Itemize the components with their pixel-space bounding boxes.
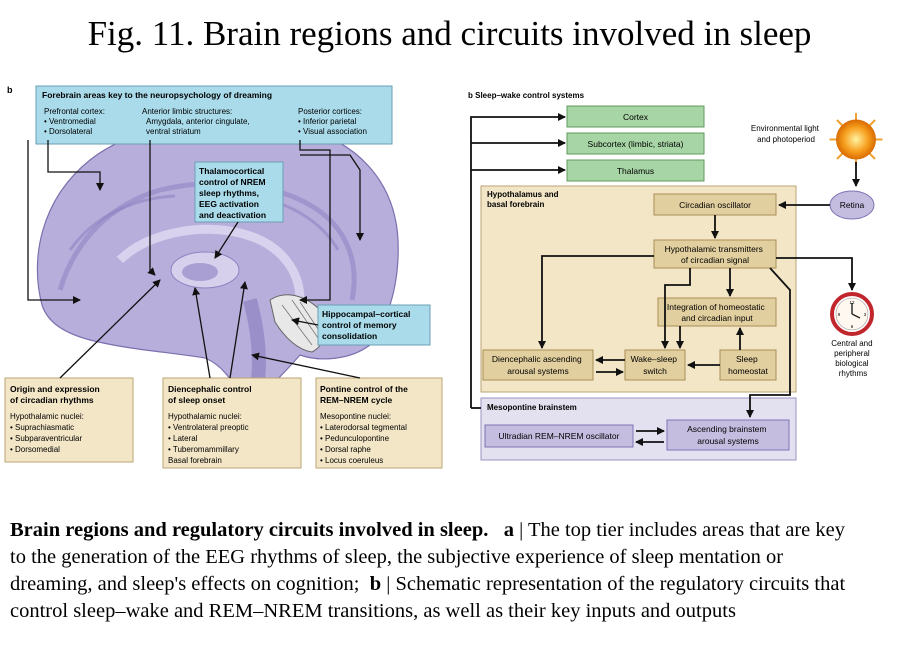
caption-bold: Brain regions and regulatory circuits in… xyxy=(10,519,489,541)
circadian-box xyxy=(4,377,134,463)
hypothalamic-transmitters-label: Hypothalamic transmitters of circadian s… xyxy=(665,244,766,265)
ascending-brainstem-box xyxy=(666,419,790,451)
ultradian-label: Ultradian REM–NREM oscillator xyxy=(499,431,620,441)
retina-label: Retina xyxy=(840,200,865,210)
diencephalic-title: Diencephalic control of sleep onset xyxy=(168,384,254,405)
circadian-title: Origin and expression of circadian rhyth… xyxy=(10,384,102,405)
caption-b-text: | Schematic representation of the regula… xyxy=(10,573,846,622)
hypothalamus-title: Hypothalamus and basal forebrain xyxy=(487,190,561,209)
panel-b-connectors xyxy=(470,113,860,446)
caption-a-text: | The top tier includes areas that are k… xyxy=(10,519,846,595)
wake-sleep-switch-box xyxy=(624,349,686,381)
sleep-homeostat-label: Sleep homeostat xyxy=(728,354,768,376)
thalamocortical-box xyxy=(194,161,284,223)
pontine-title: Pontine control of the REM–NREM cycle xyxy=(320,384,410,405)
integration-box xyxy=(657,297,777,327)
cortex-label: Cortex xyxy=(623,112,649,122)
posterior-text: Posterior cortices: • Inferior parietal … xyxy=(298,107,367,136)
hypothalamic-transmitters-box xyxy=(653,239,777,269)
page-title: Fig. 11. Brain regions and circuits invo… xyxy=(87,14,812,53)
thalamocortical-text: Thalamocortical control of NREM sleep rh… xyxy=(199,166,268,220)
diencephalic-arousal-box xyxy=(482,349,594,381)
forebrain-header: Forebrain areas key to the neuropsycholo… xyxy=(42,90,272,100)
panel-b-header: b Sleep–wake control systems xyxy=(468,91,585,100)
clock-number-12: 12 xyxy=(849,300,855,305)
limbic-text: Anterior limbic structures: Amygdala, an… xyxy=(142,107,252,136)
environmental-light-label: Environmental light and photoperiod xyxy=(751,124,821,144)
clock-number-9: 9 xyxy=(838,312,841,317)
subcortex-label: Subcortex (limbic, striata) xyxy=(588,139,684,149)
subcortex-box xyxy=(566,132,705,155)
ascending-brainstem-label: Ascending brainstem arousal systems xyxy=(687,424,769,446)
diencephalic-box xyxy=(162,377,302,469)
figure-caption: Brain regions and regulatory circuits in… xyxy=(10,517,860,625)
clock-number-6: 6 xyxy=(851,324,854,329)
thalamus-box xyxy=(566,159,705,182)
diencephalic-body: Hypothalamic nuclei: • Ventrolateral pre… xyxy=(168,412,251,465)
sleep-homeostat-box xyxy=(719,349,777,381)
integration-label: Integration of homeostatic and circadian… xyxy=(667,302,767,323)
panel-a-label: b xyxy=(7,85,13,95)
panel-a-connectors xyxy=(27,140,364,379)
thalamus-label: Thalamus xyxy=(617,166,654,176)
cortex-box xyxy=(566,105,705,128)
clock-number-3: 3 xyxy=(864,312,867,317)
sun-icon xyxy=(829,113,883,166)
caption-a-label: a xyxy=(503,519,514,541)
clock-icon: 12 3 6 9 xyxy=(830,292,874,336)
mesopontine-title: Mesopontine brainstem xyxy=(487,403,577,412)
caption-b-label: b xyxy=(369,573,382,595)
wake-sleep-switch-label: Wake–sleep switch xyxy=(631,354,680,376)
prefrontal-text: Prefrontal cortex: • Ventromedial • Dors… xyxy=(44,107,107,136)
pontine-box xyxy=(315,377,443,469)
ultradian-box xyxy=(484,424,634,448)
hippocampal-box xyxy=(317,304,431,346)
panel-b: b Sleep–wake control systems Cortex Subc… xyxy=(468,91,883,461)
circadian-body: Hypothalamic nuclei: • Suprachiasmatic •… xyxy=(10,412,86,454)
hippocampal-text: Hippocampal–cortical control of memory c… xyxy=(322,309,413,341)
circadian-oscillator-label: Circadian oscillator xyxy=(679,200,751,210)
peripheral-rhythms-label: Central and peripheral biological rhythm… xyxy=(831,339,875,378)
forebrain-box xyxy=(35,85,393,145)
figure: b Forebrain areas key to the neuropsycho… xyxy=(4,85,883,469)
diencephalic-arousal-label: Diencephalic ascending arousal systems xyxy=(492,354,584,376)
pontine-body: Mesopontine nuclei: • Laterodorsal tegme… xyxy=(320,412,409,465)
panel-a: b Forebrain areas key to the neuropsycho… xyxy=(4,85,443,469)
